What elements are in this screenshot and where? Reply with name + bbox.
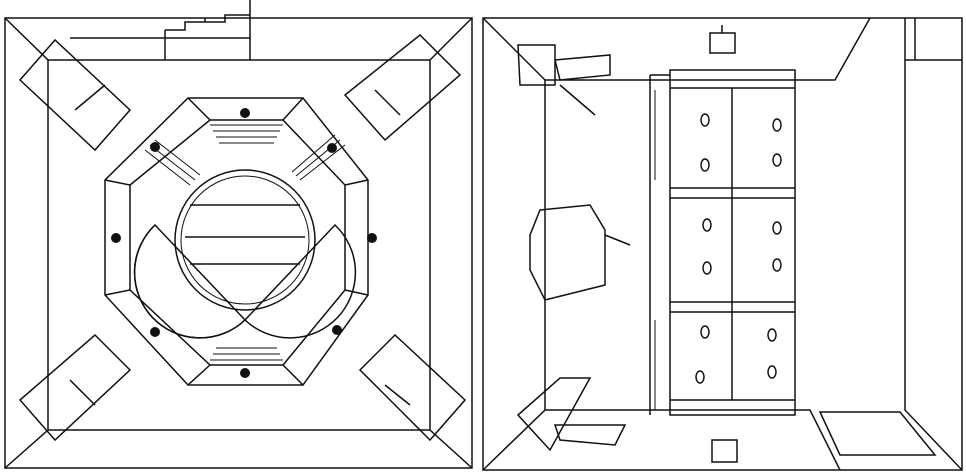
right-frame	[482, 17, 963, 471]
polygon-stroke	[517, 44, 556, 86]
polygon-stroke	[529, 204, 606, 301]
polygon-stroke	[18, 333, 132, 442]
rect-stroke	[711, 439, 738, 463]
chair-bottom-left	[18, 333, 132, 442]
rect-stroke	[709, 32, 736, 54]
central-circle	[174, 169, 316, 311]
line-stroke	[299, 144, 346, 181]
ellipse-stroke	[772, 221, 782, 235]
line-stroke	[291, 134, 336, 173]
line-stroke	[187, 97, 211, 121]
ellipse-stroke	[695, 370, 705, 384]
line-stroke	[282, 364, 304, 386]
cabinet-wall	[649, 69, 796, 416]
bench-top	[517, 44, 611, 116]
bench-bottom	[516, 377, 627, 452]
line-stroke	[374, 89, 401, 116]
ellipse-stroke	[772, 258, 782, 272]
ellipse-stroke	[772, 118, 782, 132]
circle-stroke	[240, 108, 250, 118]
circle-stroke	[150, 327, 160, 337]
polygon-stroke	[554, 54, 611, 81]
glyph-marks	[111, 108, 377, 378]
polygon-stroke	[18, 38, 132, 152]
ellipse-stroke	[700, 325, 710, 339]
line-stroke	[559, 84, 596, 116]
circle-stroke	[180, 175, 310, 305]
left-frame	[4, 17, 473, 469]
line-stroke	[344, 289, 369, 296]
line-stroke	[144, 149, 191, 186]
ellipse-stroke	[702, 261, 712, 275]
lamp-top	[709, 25, 736, 54]
right-perspective-wall	[429, 17, 473, 469]
ellipse-stroke	[702, 218, 712, 232]
line-stroke	[384, 384, 411, 406]
half-disc-right	[243, 223, 357, 339]
polygon-stroke	[343, 33, 462, 142]
ellipse-stroke	[700, 113, 710, 127]
desk-chair	[529, 204, 631, 301]
line-stroke	[104, 289, 131, 296]
polyline-stroke	[904, 18, 963, 471]
chair-top-right	[343, 33, 462, 142]
line-stroke	[69, 379, 96, 406]
line-stroke	[74, 84, 106, 111]
line-stroke	[604, 234, 631, 246]
floor-mat	[818, 411, 937, 456]
ellipse-stroke	[772, 153, 782, 167]
polyline-stroke	[545, 17, 871, 81]
polygon-stroke	[358, 333, 467, 442]
lamp-bottom	[711, 439, 738, 463]
cabinet-handles	[695, 113, 782, 384]
octagon-inner	[129, 119, 346, 366]
chair-top-left	[18, 38, 132, 152]
chair-bottom-right	[358, 333, 467, 442]
circle-stroke	[111, 233, 121, 243]
line-stroke	[344, 179, 369, 186]
circle-stroke	[332, 325, 342, 335]
polyline-stroke	[482, 17, 546, 471]
line-stroke	[282, 97, 304, 121]
polyline-stroke	[545, 409, 841, 471]
ellipse-stroke	[700, 158, 710, 172]
line-stroke	[187, 364, 211, 386]
polygon-stroke	[553, 424, 627, 446]
polygon-stroke	[516, 377, 592, 452]
circle-stroke	[367, 233, 377, 243]
right-plan	[482, 17, 963, 471]
rect-stroke	[669, 69, 796, 416]
half-disc-left	[133, 223, 247, 339]
line-stroke	[154, 139, 201, 176]
line-stroke	[104, 179, 131, 186]
circle-stroke	[150, 142, 160, 152]
circle-stroke	[327, 143, 337, 153]
circle-stroke	[240, 368, 250, 378]
left-perspective-wall	[4, 17, 49, 469]
ellipse-stroke	[767, 365, 777, 379]
left-plan	[4, 0, 473, 469]
path-stroke	[133, 224, 246, 339]
stairs	[165, 14, 250, 31]
steps	[144, 124, 346, 361]
ellipse-stroke	[767, 328, 777, 342]
